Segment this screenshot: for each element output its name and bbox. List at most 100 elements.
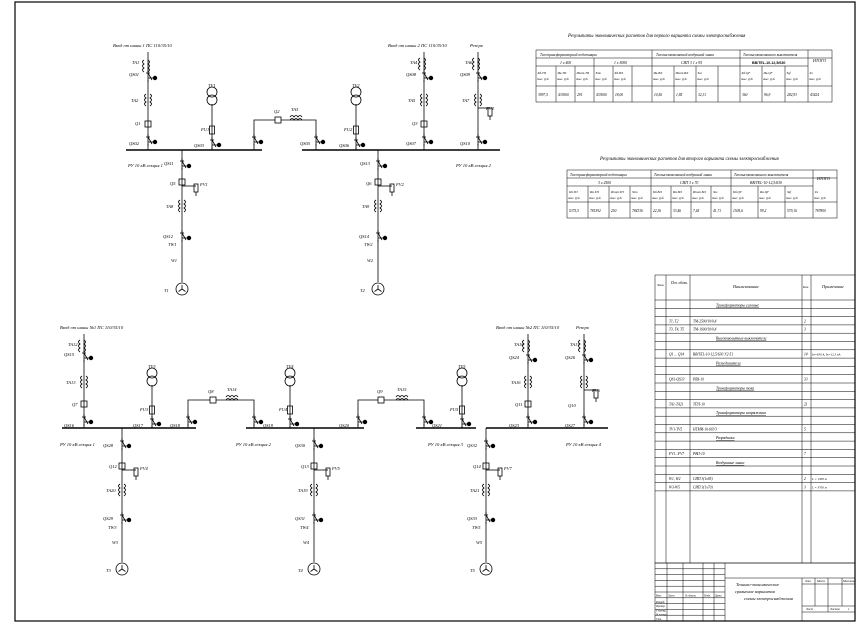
lbl-t5: T5: [470, 568, 476, 573]
t2-header-cell: Иа.ТП: [589, 190, 599, 194]
table2-title: Результаты экономических расчетов для вт…: [599, 157, 780, 162]
t1-header-cell: Иа.QF: [763, 71, 773, 75]
t2-header-cell: Ипот.ТП: [610, 190, 624, 194]
lbl-fu5: FU5: [449, 407, 459, 412]
t2-group-tp: Тип трансформаторной подстанции: [570, 172, 627, 177]
lbl-q6: Q6: [366, 181, 372, 186]
t2-type-3: ВВ/ТЕL-10-12,5/630: [750, 181, 782, 186]
t2-header-row: Кб.ТП тыс. руб. Иа.ТП тыс. руб. Ипот.ТП тыс. …: [568, 190, 826, 200]
lbl-ta1: ТА1: [132, 60, 139, 65]
t1-header-unit: тыс. руб.: [557, 77, 569, 81]
specification-table: Зона Поз. обозн. Наименование Кол. Приме…: [654, 274, 856, 564]
t1-header-cell: Ипот.ТП: [576, 71, 590, 75]
lbl-w3: W3: [112, 540, 119, 545]
t1-value-cell: 433000: [596, 93, 607, 97]
lbl-qs18: QS18: [170, 423, 181, 428]
t2-header-cell: Σз: [815, 190, 819, 194]
spec-pos-cell: W1, W2: [669, 477, 681, 482]
lbl-ta8: ТА8: [166, 204, 174, 209]
t2-header-cell: Кб.ТП: [568, 190, 578, 194]
lbl-tw1: TW1: [168, 242, 177, 247]
t1-header-cell: Иа.ВЛ: [653, 71, 664, 75]
t2-type-2: СИП 3 х 70: [680, 181, 698, 185]
lbl-tv2: TV2: [352, 83, 360, 88]
spec-note-cell: Iн=630 А, Iк=12,5 кА: [811, 353, 840, 358]
stamp-role-label: Н.контр.: [655, 614, 667, 617]
t1-type-3: СИП 3 1 х 95: [681, 61, 702, 65]
lbl-qs29: QS29: [103, 516, 114, 521]
lbl-t4: T4: [298, 568, 304, 573]
spec-section-title: Трансформаторы силовые: [716, 303, 759, 307]
t1-header-cell: Зтп: [596, 71, 602, 75]
lbl-ta9: ТА9: [362, 204, 370, 209]
t2-header-unit: тыс. руб.: [712, 196, 724, 200]
t1-value-cell: 282,93: [787, 93, 797, 98]
spec-section-title: Высоковольтные выключатели: [716, 337, 767, 341]
t2-value-cell: 99,2: [760, 209, 766, 214]
lbl-fv2: FV2: [395, 182, 404, 187]
stamp-role-label: Разраб.: [655, 601, 665, 604]
spec-qty-cell: 3: [804, 485, 806, 489]
table1-title: Результаты экономических расчетов для пе…: [567, 34, 746, 39]
t1-value-cell: 433000: [558, 93, 569, 97]
economics-table-variant-2: Результаты экономических расчетов для вт…: [566, 157, 838, 219]
lbl-tw3: TW3: [108, 525, 117, 530]
spec-note-cell: L = 1300 м: [811, 477, 827, 481]
spec-qty-cell: 14: [804, 353, 808, 357]
lbl-fu3: FU3: [139, 407, 149, 412]
s2-input-left-label: Ввод от шины №1 ПС 110/35/10: [60, 325, 124, 330]
spec-pos-cell: QS1-QS33: [669, 378, 685, 382]
input-right-label: Ввод от шины 2 ПС 110/35/10: [388, 43, 447, 48]
lbl-tv4: TV4: [286, 364, 294, 369]
spec-name-cell: ТПЛ-10: [693, 402, 705, 406]
lbl-tw2: TW2: [364, 242, 373, 247]
stamp-sheets: Листов: [829, 607, 841, 611]
t2-header-unit: тыс. руб.: [589, 196, 601, 200]
spec-qty-cell: 3: [804, 328, 806, 332]
bus1-label: РУ 10 кВ секция 1: [127, 163, 163, 168]
t1-header-cell: Кб.QF: [741, 71, 751, 75]
t1-header-unit: тыс. руб.: [809, 77, 821, 81]
spec-pos-cell: W3-W5: [669, 485, 680, 489]
lbl-qs11: QS11: [164, 161, 174, 166]
t2-value-cell: 579,16: [787, 209, 797, 214]
lbl-qs16: QS16: [64, 423, 75, 428]
lbl-tw5: TW5: [472, 525, 481, 530]
lbl-ta6: ТА6: [465, 60, 473, 65]
spec-head-qty: Кол.: [802, 285, 809, 289]
t1-type-2: 1 х 5000: [614, 61, 627, 65]
spec-head-name: Наименование: [732, 284, 759, 289]
lbl-w4: W4: [303, 540, 310, 545]
t2-header-unit: тыс. руб.: [732, 196, 744, 200]
stamp-role-label: Провер.: [655, 605, 666, 608]
lbl-ta14: ТА14: [227, 387, 237, 392]
stamp-title-3: схемы электроснабжения: [744, 596, 793, 601]
t2-value-cell: 787800: [815, 209, 826, 213]
spec-name-cell: РВЗ-10: [692, 378, 704, 382]
stamp-lit: Лит.: [804, 579, 812, 583]
t2-group-qf: Тип высоковольтного выключателя: [734, 173, 789, 177]
stamp-col-label: Лист: [667, 595, 675, 598]
lbl-q8: Q8: [208, 389, 214, 394]
lbl-ta15: ТА15: [397, 387, 407, 392]
t2-header-cell: Иа.ВЛ: [672, 190, 683, 194]
t1-group-qf: Тип высоковольтного выключателя: [743, 53, 798, 57]
lbl-qs26: QS26: [565, 355, 576, 360]
lbl-q14: Q14: [473, 464, 481, 469]
t2-header-unit: тыс. руб.: [631, 196, 643, 200]
s2-input-right-label: Ввод от шины №2 ПС 110/35/10: [496, 325, 560, 330]
t2-value-cell: 7,65: [693, 209, 699, 214]
t2-header-cell: Звл: [713, 190, 718, 194]
lbl-qs32: QS32: [467, 443, 478, 448]
spec-name-cell: РВО-10: [692, 452, 705, 456]
t1-type-1: 1 х 400: [560, 61, 571, 65]
s2-reserve-label: Резерв: [575, 325, 589, 330]
spec-section-title: Воздушные линии: [716, 461, 744, 465]
t1-header-unit: тыс. руб.: [741, 77, 753, 81]
t1-header-unit: тыс. руб.: [595, 77, 607, 81]
stamp-scale: Масштаб: [842, 579, 856, 583]
t1-header-cell: Звл: [698, 71, 703, 75]
